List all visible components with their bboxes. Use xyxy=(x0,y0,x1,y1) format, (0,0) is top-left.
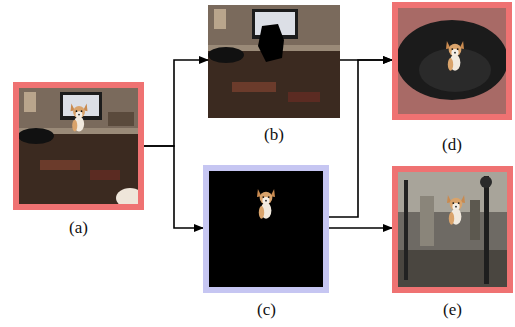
image-panel: (b) xyxy=(208,5,340,118)
image-frame xyxy=(392,166,513,293)
photo-e xyxy=(398,172,507,287)
panel-label: (c) xyxy=(257,300,276,320)
panel-label: (d) xyxy=(442,135,462,155)
flow-arrow xyxy=(329,227,392,229)
flow-arrow xyxy=(144,60,208,146)
image-frame xyxy=(203,165,329,293)
image-frame xyxy=(208,5,340,118)
photo-c xyxy=(209,171,323,287)
image-frame xyxy=(392,2,512,120)
photo-b xyxy=(208,5,340,118)
panel-label: (e) xyxy=(443,300,462,320)
panel-label: (a) xyxy=(69,218,88,238)
flow-arrow xyxy=(329,60,392,217)
image-panel: (e) xyxy=(392,166,513,293)
photo-d xyxy=(396,8,508,114)
flow-arrow xyxy=(144,146,203,228)
image-frame xyxy=(13,82,144,210)
photo-a xyxy=(18,88,144,208)
panel-label: (b) xyxy=(264,125,284,145)
image-panel: (a) xyxy=(13,82,144,210)
image-panel: (d) xyxy=(392,2,512,120)
image-panel: (c) xyxy=(203,165,329,293)
